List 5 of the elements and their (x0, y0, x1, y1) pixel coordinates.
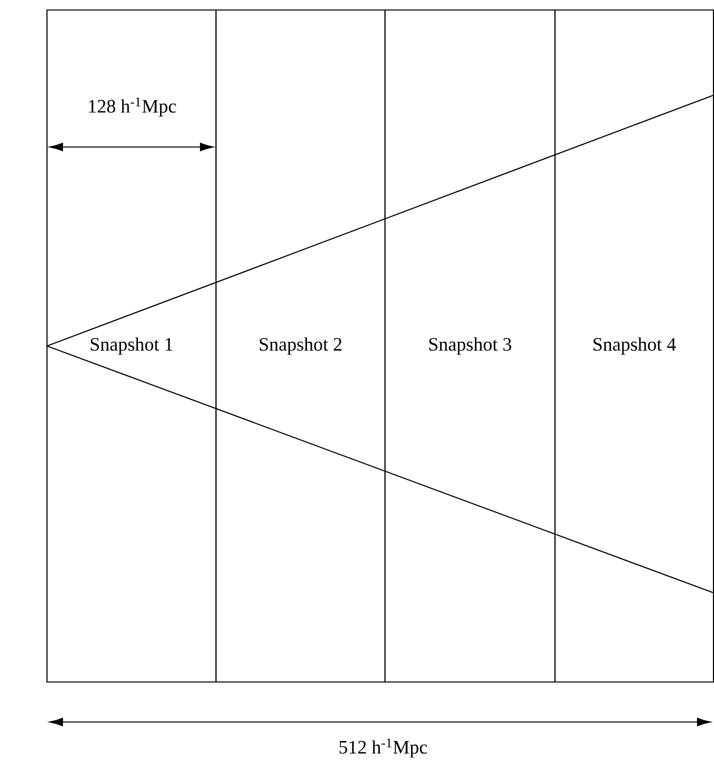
dimension-label: 128 h$^{-1}$Mpc (89, 97, 176, 117)
snapshot-box: Snapshot 4 (554, 9, 714, 683)
snapshot-box: Snapshot 2 (215, 9, 386, 683)
dimension-label: 512 h$^{-1}$Mpc (340, 738, 427, 758)
snapshot-box: Snapshot 3 (384, 9, 556, 683)
